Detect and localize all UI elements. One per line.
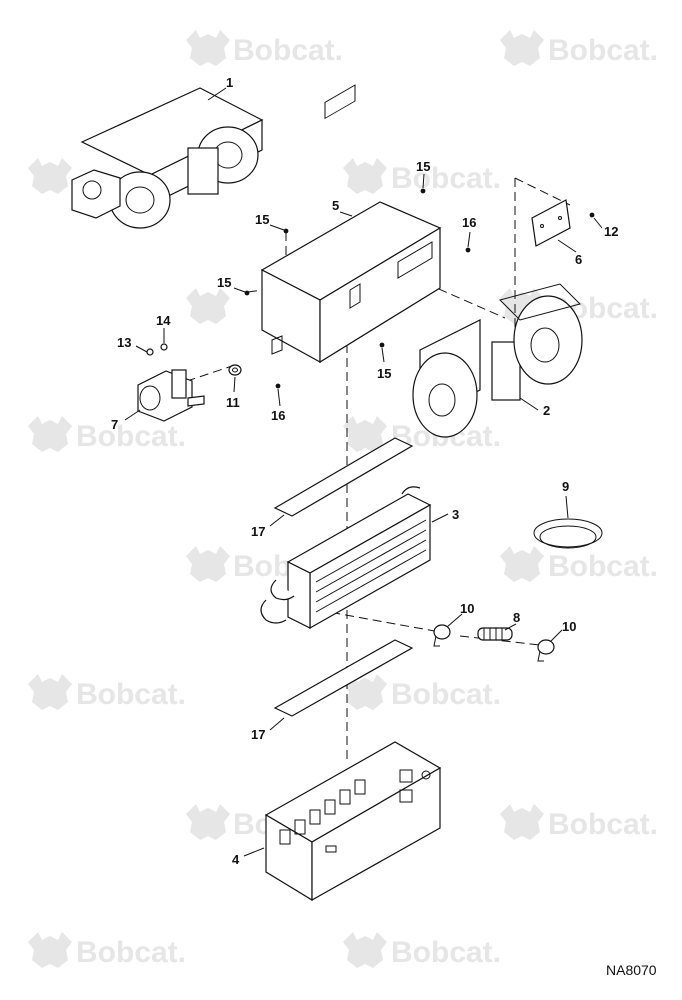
watermark: Bobcat.: [343, 674, 501, 711]
clamp-tab: [433, 635, 440, 647]
screw: [379, 342, 385, 348]
screw: [283, 228, 289, 234]
bobcat-head-icon: [500, 804, 544, 840]
callout-15: 15: [255, 212, 269, 227]
callout-6: 6: [575, 252, 582, 267]
callout-12: 12: [604, 224, 618, 239]
callout-9: 9: [562, 479, 569, 494]
callout-15: 15: [377, 366, 391, 381]
bobcat-head-icon: [186, 30, 230, 66]
callout-4: 4: [232, 852, 240, 867]
watermark-brand-text: Bobcat.: [548, 34, 658, 67]
gaskets: [273, 437, 414, 717]
access-plate: [531, 199, 571, 247]
bobcat-head-icon: [28, 932, 72, 968]
watermark: Bobcat.: [500, 30, 658, 67]
clamp-tab: [537, 650, 544, 662]
watermark: [28, 158, 72, 194]
assembly-centerlines: [159, 177, 571, 760]
water-valve: [137, 369, 205, 422]
blower-motor: [412, 283, 583, 438]
hose-clamp: [433, 624, 451, 640]
callout-10: 10: [460, 601, 474, 616]
watermark: [186, 288, 230, 324]
bobcat-head-icon: [343, 932, 387, 968]
watermark-brand-text: Bobcat.: [76, 420, 186, 453]
watermark-brand-text: Bobcat.: [548, 808, 658, 841]
watermark-brand-text: Bobcat.: [76, 678, 186, 711]
callout-16: 16: [271, 408, 285, 423]
lower-gasket: [273, 639, 414, 717]
washer: [160, 343, 168, 351]
screw: [465, 247, 471, 253]
watermark-brand-text: Bobcat.: [391, 678, 501, 711]
bobcat-head-icon: [28, 674, 72, 710]
watermark: Bobcat.: [186, 30, 343, 67]
bobcat-head-icon: [500, 546, 544, 582]
bobcat-head-icon: [186, 288, 230, 324]
watermark: Bobcat.: [343, 158, 501, 195]
screw: [275, 383, 281, 389]
callout-15: 15: [416, 159, 430, 174]
bobcat-head-icon: [28, 416, 72, 452]
watermark: Bobcat.: [28, 416, 186, 453]
inlet-tube: [260, 599, 287, 624]
callout-15: 15: [217, 275, 231, 290]
screw: [420, 188, 426, 194]
watermark-brand-text: Bobcat.: [233, 34, 343, 67]
watermark-brand-text: Bobcat.: [548, 550, 658, 583]
callout-7: 7: [111, 417, 118, 432]
watermark: Bobcat.: [343, 932, 501, 969]
callout-14: 14: [156, 313, 171, 328]
screw: [244, 290, 250, 296]
outlet-tube: [270, 579, 295, 601]
callout-5: 5: [332, 198, 339, 213]
bobcat-head-icon: [186, 804, 230, 840]
lower-housing: [264, 741, 442, 902]
leader-lines: [124, 87, 603, 857]
heater-assembly: [71, 87, 264, 229]
watermark-brand-text: Bobcat.: [76, 936, 186, 969]
nut: [146, 348, 154, 356]
callout-17: 17: [251, 727, 265, 742]
grommet: [228, 364, 242, 376]
watermark: Bobcat.: [500, 546, 658, 583]
hardware: [146, 188, 595, 389]
callout-10: 10: [562, 619, 576, 634]
bobcat-head-icon: [343, 158, 387, 194]
callout-17: 17: [251, 524, 265, 539]
watermark: Bobcat.: [28, 932, 186, 969]
heater-housing-cover: [260, 84, 442, 364]
heater-core: [260, 486, 432, 630]
callout-3: 3: [452, 507, 459, 522]
hose-clamp: [537, 639, 555, 655]
hose-coil: [533, 518, 603, 549]
watermark: Bobcat.: [28, 674, 186, 711]
watermark: Bobcat.: [500, 804, 658, 841]
watermark-brand-text: Bobcat.: [391, 936, 501, 969]
bobcat-head-icon: [28, 158, 72, 194]
callout-1: 1: [226, 75, 233, 90]
screw: [589, 212, 595, 218]
hose-section: [477, 627, 513, 641]
watermark-brand-text: Bobcat.: [391, 162, 501, 195]
bobcat-head-icon: [500, 30, 544, 66]
upper-gasket: [273, 437, 414, 517]
callout-8: 8: [513, 610, 520, 625]
grommet-hole: [232, 367, 238, 373]
bleed-tube: [401, 486, 421, 495]
callout-11: 11: [226, 395, 240, 410]
drawing-code: NA8070: [606, 962, 657, 978]
callout-16: 16: [462, 215, 476, 230]
hose-and-clamps: [433, 624, 555, 662]
callout-2: 2: [543, 403, 550, 418]
callout-labels: 1 5 6 12 15 15 16 15 15 16 11 13 14 7 2 …: [111, 75, 618, 867]
callout-13: 13: [117, 335, 131, 350]
watermark-layer: Bobcat. Bobcat. Bobcat. Bobcat. Bobcat. …: [28, 30, 658, 969]
bobcat-head-icon: [186, 546, 230, 582]
